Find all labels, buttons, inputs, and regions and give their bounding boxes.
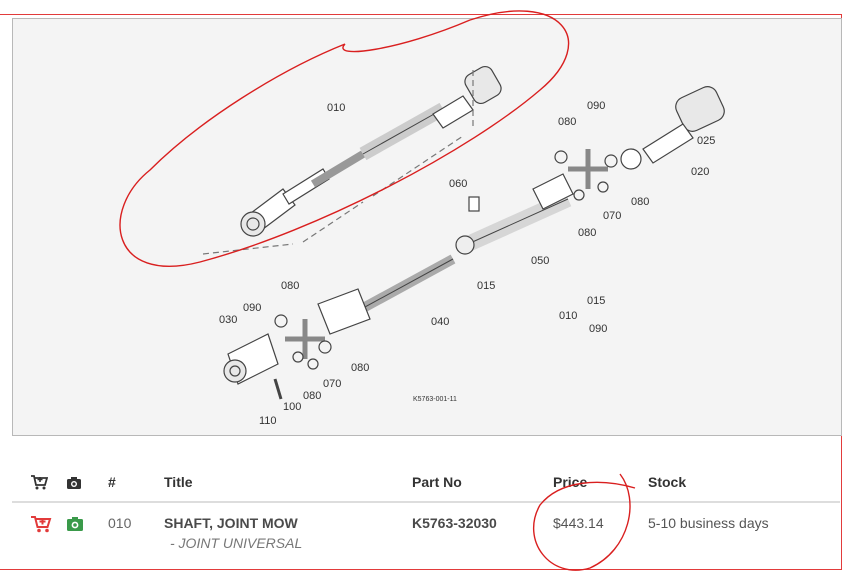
row-subtitle: - JOINT UNIVERSAL — [170, 535, 303, 551]
callout-030: 030 — [219, 314, 237, 326]
callout-080c: 080 — [578, 227, 596, 239]
camera-icon — [67, 476, 81, 489]
figure-code: K5763-001-11 — [413, 396, 457, 403]
table-header-row: # Title Part No Price Stock — [12, 462, 840, 503]
parts-table: # Title Part No Price Stock — [12, 462, 840, 564]
cart-icon — [31, 475, 48, 490]
header-number: # — [108, 462, 164, 503]
photo-cell — [66, 502, 108, 564]
callout-020: 020 — [691, 166, 709, 178]
row-price: $443.14 — [553, 515, 604, 531]
header-photo — [66, 462, 108, 503]
callout-050: 050 — [531, 255, 549, 267]
callout-110: 110 — [259, 415, 277, 427]
callout-090b: 090 — [589, 323, 607, 335]
add-to-cart-icon[interactable] — [30, 515, 52, 533]
callout-015b: 015 — [587, 295, 605, 307]
callout-010b: 010 — [559, 310, 577, 322]
parts-diagram: 010 080 090 025 020 060 080 070 080 050 … — [12, 18, 842, 436]
callout-080e: 080 — [351, 362, 369, 374]
driveshaft-exploded-view: 010 080 090 025 020 060 080 070 080 050 … — [202, 65, 725, 427]
callout-070: 070 — [603, 210, 621, 222]
callout-010: 010 — [327, 102, 345, 114]
add-to-cart-cell — [12, 502, 66, 564]
header-price[interactable]: Price — [553, 462, 648, 503]
row-number: 010 — [108, 515, 132, 531]
header-stock[interactable]: Stock — [648, 462, 840, 503]
row-stock: 5-10 business days — [648, 515, 769, 531]
table-row: 010 SHAFT, JOINT MOW - JOINT UNIVERSAL K… — [12, 502, 840, 564]
header-cart — [12, 462, 66, 503]
callout-080b: 080 — [631, 196, 649, 208]
callout-040: 040 — [431, 316, 449, 328]
callout-080d: 080 — [281, 280, 299, 292]
callout-015: 015 — [477, 280, 495, 292]
callout-060: 060 — [449, 178, 467, 190]
callout-080f: 080 — [303, 390, 321, 402]
row-part-no: K5763-32030 — [412, 515, 497, 531]
row-title: SHAFT, JOINT MOW — [164, 515, 298, 531]
callout-090c: 090 — [243, 302, 261, 314]
header-part-no[interactable]: Part No — [412, 462, 553, 503]
callout-100: 100 — [283, 401, 301, 413]
row-title-cell: SHAFT, JOINT MOW - JOINT UNIVERSAL — [164, 502, 412, 564]
header-title[interactable]: Title — [164, 462, 412, 503]
callout-090: 090 — [587, 100, 605, 112]
callout-025: 025 — [697, 135, 715, 147]
photo-camera-icon[interactable] — [66, 516, 84, 532]
callout-080: 080 — [558, 116, 576, 128]
callout-070b: 070 — [323, 378, 341, 390]
